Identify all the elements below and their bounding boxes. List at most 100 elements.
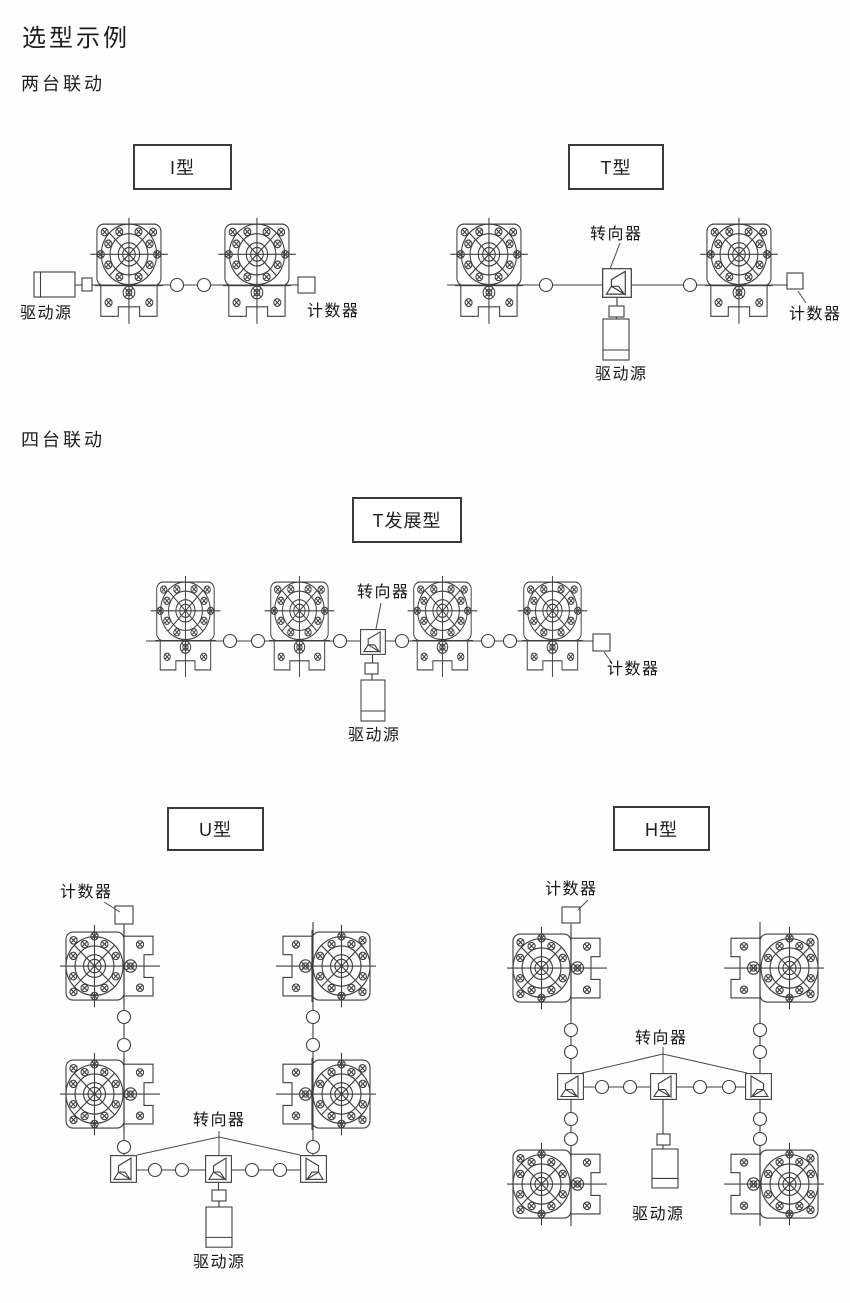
label-drive-source: 驱动源 xyxy=(20,305,73,322)
leader-line xyxy=(103,901,121,913)
gearbox-unit xyxy=(724,927,824,1009)
leader-line xyxy=(218,1136,301,1156)
typebox-i: I型 xyxy=(133,144,232,190)
diverter-box xyxy=(650,1073,677,1100)
diagram-u-type xyxy=(50,901,395,1248)
counter-box xyxy=(114,905,134,925)
typebox-u: U型 xyxy=(167,807,264,851)
gearbox-unit xyxy=(518,576,588,677)
typebox-u-label: U型 xyxy=(199,820,232,840)
coupling-circle xyxy=(196,277,212,293)
typebox-t-extended: T发展型 xyxy=(352,497,462,543)
coupling-circle xyxy=(272,1162,288,1178)
leader-line xyxy=(136,1136,220,1156)
coupling-circle xyxy=(244,1162,260,1178)
diverter-box xyxy=(110,1155,137,1183)
coupling-circle xyxy=(305,1037,321,1053)
counter-box xyxy=(786,272,804,290)
coupling-circle xyxy=(692,1079,708,1095)
coupling-circle xyxy=(174,1162,190,1178)
diverter-box xyxy=(360,629,386,655)
coupling-circle xyxy=(563,1111,579,1127)
coupling-circle xyxy=(502,633,518,649)
page-title: 选型示例 xyxy=(22,25,130,52)
diverter-box xyxy=(602,268,632,298)
coupling-circle xyxy=(222,633,238,649)
coupling-circle xyxy=(594,1079,610,1095)
drive-source-cylinder xyxy=(360,679,386,722)
label-counter: 计数器 xyxy=(60,884,113,901)
coupling-block xyxy=(656,1133,671,1146)
leader-line xyxy=(375,602,382,630)
coupling-circle xyxy=(721,1079,737,1095)
coupling-circle xyxy=(563,1022,579,1038)
coupling-circle xyxy=(752,1044,768,1060)
coupling-circle xyxy=(116,1037,132,1053)
coupling-circle xyxy=(147,1162,163,1178)
gearbox-unit xyxy=(507,927,607,1009)
coupling-block xyxy=(608,305,625,318)
section-heading-two-unit: 两台联动 xyxy=(21,74,105,94)
coupling-circle xyxy=(752,1131,768,1147)
leader-line xyxy=(609,242,621,270)
gearbox-unit xyxy=(700,218,778,324)
coupling-circle xyxy=(116,1009,132,1025)
coupling-circle xyxy=(752,1111,768,1127)
label-drive-source: 驱动源 xyxy=(595,366,648,383)
gearbox-unit xyxy=(507,1143,607,1225)
gearbox-unit xyxy=(724,1143,824,1225)
typebox-i-label: I型 xyxy=(169,158,195,178)
typebox-h-label: H型 xyxy=(645,819,678,840)
label-diverter: 转向器 xyxy=(357,584,410,601)
coupling-circle xyxy=(682,277,698,293)
typebox-t-label: T型 xyxy=(600,158,632,178)
diagram-i-type xyxy=(33,205,316,335)
gearbox-unit xyxy=(450,218,528,324)
counter-box xyxy=(561,906,581,924)
coupling-circle xyxy=(622,1079,638,1095)
coupling-circle xyxy=(563,1044,579,1060)
gearbox-unit xyxy=(265,576,335,677)
diagram-t-type xyxy=(447,205,807,361)
label-counter: 计数器 xyxy=(607,661,660,678)
gearbox-unit xyxy=(276,925,376,1007)
counter-box xyxy=(592,633,611,652)
coupling-block xyxy=(81,277,93,292)
leader-line xyxy=(662,1053,748,1074)
coupling-circle xyxy=(394,633,410,649)
coupling-circle xyxy=(169,277,185,293)
diverter-box xyxy=(557,1073,584,1100)
typebox-h: H型 xyxy=(613,806,710,851)
coupling-circle xyxy=(752,1022,768,1038)
gearbox-unit xyxy=(276,1053,376,1135)
gearbox-unit xyxy=(408,576,478,677)
diverter-box xyxy=(205,1155,232,1183)
gearbox-unit xyxy=(60,925,160,1007)
leader-line xyxy=(577,899,589,911)
coupling-circle xyxy=(332,633,348,649)
label-counter: 计数器 xyxy=(545,881,598,898)
diverter-box xyxy=(745,1073,772,1100)
coupling-circle xyxy=(305,1009,321,1025)
leader-line xyxy=(581,1053,664,1074)
coupling-block xyxy=(211,1189,227,1202)
drive-source-cylinder xyxy=(651,1148,679,1189)
gearbox-unit xyxy=(218,218,296,324)
drive-source-cylinder xyxy=(205,1206,233,1248)
section-heading-four-unit: 四台联动 xyxy=(21,430,105,450)
counter-box xyxy=(297,276,316,294)
gearbox-unit xyxy=(151,576,221,677)
diagram-h-type xyxy=(495,899,835,1226)
coupling-circle xyxy=(116,1139,132,1155)
gearbox-unit xyxy=(60,1053,160,1135)
label-diverter: 转向器 xyxy=(590,226,643,243)
typebox-t: T型 xyxy=(568,144,664,190)
label-drive-source: 驱动源 xyxy=(632,1206,685,1223)
diverter-box xyxy=(300,1155,327,1183)
label-diverter: 转向器 xyxy=(193,1112,246,1129)
leader-line xyxy=(797,290,807,304)
label-counter: 计数器 xyxy=(789,306,842,323)
label-diverter: 转向器 xyxy=(635,1030,688,1047)
coupling-block xyxy=(364,662,379,675)
